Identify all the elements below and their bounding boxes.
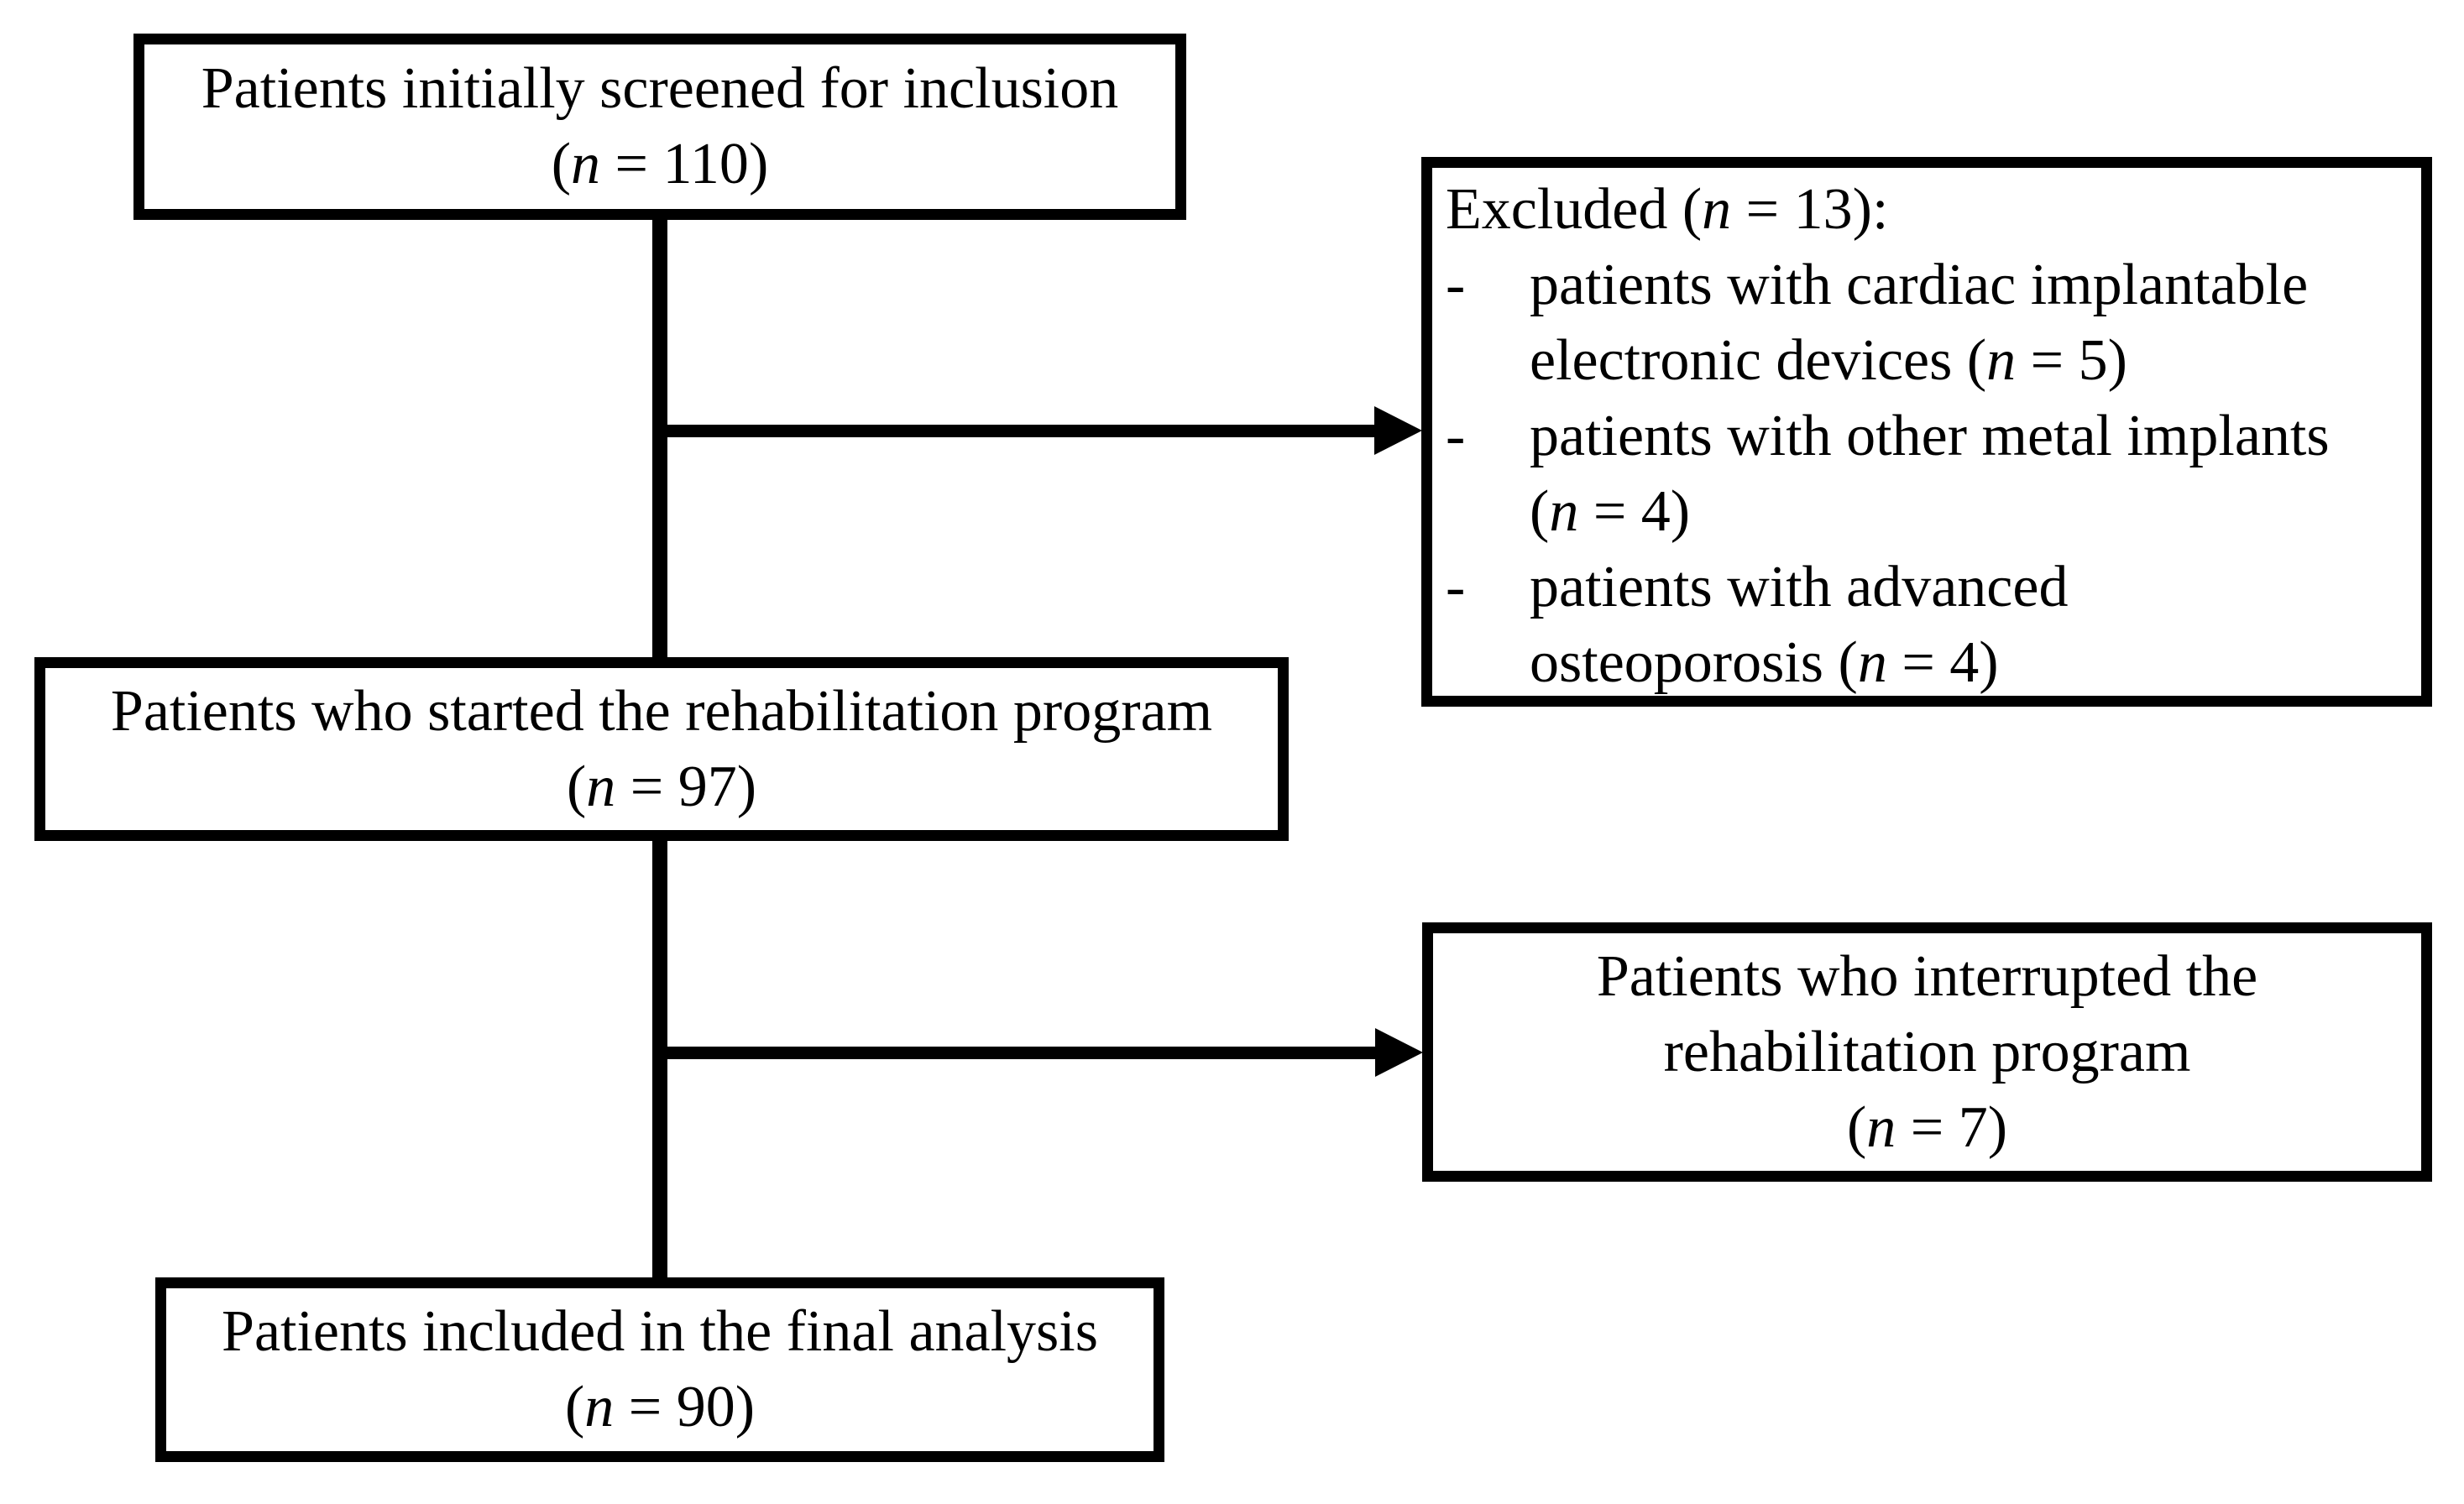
- equals-sign: =: [1731, 177, 1794, 242]
- box-started: Patients who started the rehabilitation …: [34, 657, 1289, 841]
- item-n-value: 5: [2078, 328, 2108, 393]
- open-paren: (: [564, 1375, 585, 1439]
- close-paren: ): [2107, 328, 2127, 393]
- final-label: Patients included in the final analysis: [222, 1299, 1098, 1364]
- interrupted-n-value: 7: [1958, 1094, 1988, 1160]
- n-symbol: n: [1702, 177, 1732, 242]
- final-n-clause: (n = 90): [166, 1370, 1154, 1445]
- n-symbol: n: [1986, 328, 2017, 393]
- open-paren: (: [551, 132, 572, 196]
- equals-sign: =: [2016, 328, 2079, 393]
- close-paren: ): [1670, 479, 1691, 544]
- screened-n-value: 110: [662, 132, 749, 196]
- item-line1: patients with cardiac implantable: [1530, 253, 2309, 317]
- interrupted-label-line2: rehabilitation program: [1663, 1019, 2191, 1084]
- arrow-to-excluded-shaft: [652, 425, 1378, 437]
- open-paren: (: [1682, 177, 1703, 242]
- equals-sign: =: [1578, 479, 1641, 544]
- close-paren: ): [1987, 1094, 2008, 1160]
- open-paren: (: [566, 754, 587, 819]
- arrow-to-excluded-head-icon: [1374, 406, 1422, 455]
- n-symbol: n: [1866, 1094, 1896, 1160]
- excluded-title-row: Excluded (n = 13):: [1446, 172, 2406, 248]
- equals-sign: =: [1886, 630, 1950, 695]
- item-line2: osteoporosis: [1530, 630, 1839, 695]
- n-symbol: n: [586, 754, 616, 819]
- open-paren: (: [1530, 479, 1550, 544]
- close-paren: ): [748, 132, 769, 196]
- box-interrupted: Patients who interrupted the rehabilitat…: [1422, 922, 2432, 1182]
- open-paren: (: [1838, 630, 1858, 695]
- n-symbol: n: [1857, 630, 1887, 695]
- equals-sign: =: [600, 132, 663, 196]
- equals-sign: =: [614, 1375, 677, 1439]
- item-line2: electronic devices: [1530, 328, 1967, 393]
- screened-n-clause: (n = 110): [144, 127, 1175, 202]
- box-excluded: Excluded (n = 13): - patients with cardi…: [1421, 157, 2432, 707]
- excluded-item-metal-implants: - patients with other metal implants (n =…: [1446, 399, 2406, 550]
- close-paren: ): [735, 1375, 756, 1439]
- item-line1: patients with advanced: [1530, 555, 2069, 619]
- box-screened: Patients initially screened for inclusio…: [133, 34, 1186, 220]
- equals-sign: =: [615, 754, 678, 819]
- final-n-value: 90: [676, 1375, 735, 1439]
- excluded-title: Excluded: [1446, 177, 1682, 242]
- started-label: Patients who started the rehabilitation …: [110, 678, 1213, 744]
- item-line1: patients with other metal implants: [1530, 404, 2330, 468]
- excluded-item-cardiac-text: patients with cardiac implantable electro…: [1530, 248, 2406, 399]
- started-n-clause: (n = 97): [45, 749, 1278, 825]
- equals-sign: =: [1896, 1094, 1959, 1160]
- n-symbol: n: [584, 1375, 615, 1439]
- open-paren: (: [1846, 1094, 1867, 1160]
- close-paren: ): [736, 754, 757, 819]
- screened-label: Patients initially screened for inclusio…: [201, 56, 1119, 121]
- arrow-to-interrupted-shaft: [652, 1047, 1378, 1059]
- dash-bullet: -: [1446, 253, 1466, 317]
- close-paren-colon: ):: [1852, 177, 1889, 242]
- interrupted-n-clause: (n = 7): [1433, 1090, 2421, 1166]
- excluded-item-metal-implants-text: patients with other metal implants (n = 4…: [1530, 399, 2406, 550]
- item-n-value: 4: [1949, 630, 1980, 695]
- started-n-value: 97: [677, 754, 737, 819]
- excluded-item-cardiac: - patients with cardiac implantable elect…: [1446, 248, 2406, 399]
- item-n-value: 4: [1640, 479, 1671, 544]
- n-symbol: n: [571, 132, 601, 196]
- arrow-to-interrupted-head-icon: [1375, 1028, 1423, 1077]
- n-symbol: n: [1549, 479, 1579, 544]
- box-final: Patients included in the final analysis …: [155, 1277, 1164, 1462]
- close-paren: ): [1979, 630, 1999, 695]
- dash-bullet: -: [1446, 555, 1466, 619]
- excluded-n-value: 13: [1793, 177, 1853, 242]
- interrupted-label-line1: Patients who interrupted the: [1596, 943, 2258, 1009]
- dash-bullet: -: [1446, 404, 1466, 468]
- open-paren: (: [1966, 328, 1987, 393]
